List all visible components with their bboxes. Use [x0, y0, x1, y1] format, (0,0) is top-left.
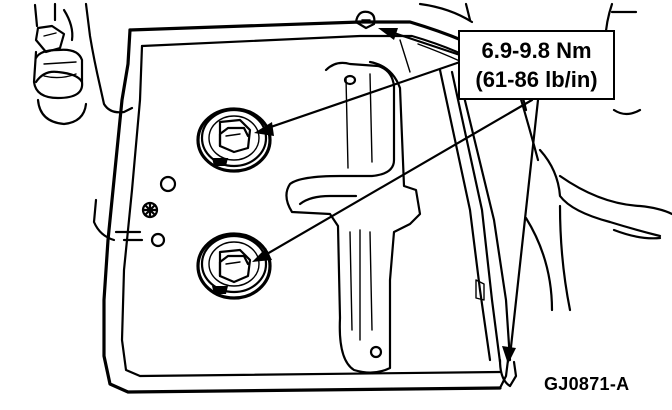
lower-bolt	[196, 232, 272, 300]
torque-lbin-label: (61-86 lb/in)	[475, 67, 598, 92]
tray-holes	[141, 175, 177, 248]
leader-lines	[252, 28, 540, 364]
small-bolt	[141, 201, 159, 219]
upper-bolt	[196, 107, 272, 173]
torque-specification-callout: 6.9-9.8 Nm (61-86 lb/in)	[458, 30, 615, 100]
hold-down-rib	[285, 60, 422, 374]
cable-connector	[32, 2, 134, 126]
top-clip	[354, 10, 376, 30]
bottom-clip	[498, 358, 518, 388]
torque-nm-label: 6.9-9.8 Nm	[481, 38, 592, 63]
figure-code: GJ0871-A	[544, 374, 630, 394]
